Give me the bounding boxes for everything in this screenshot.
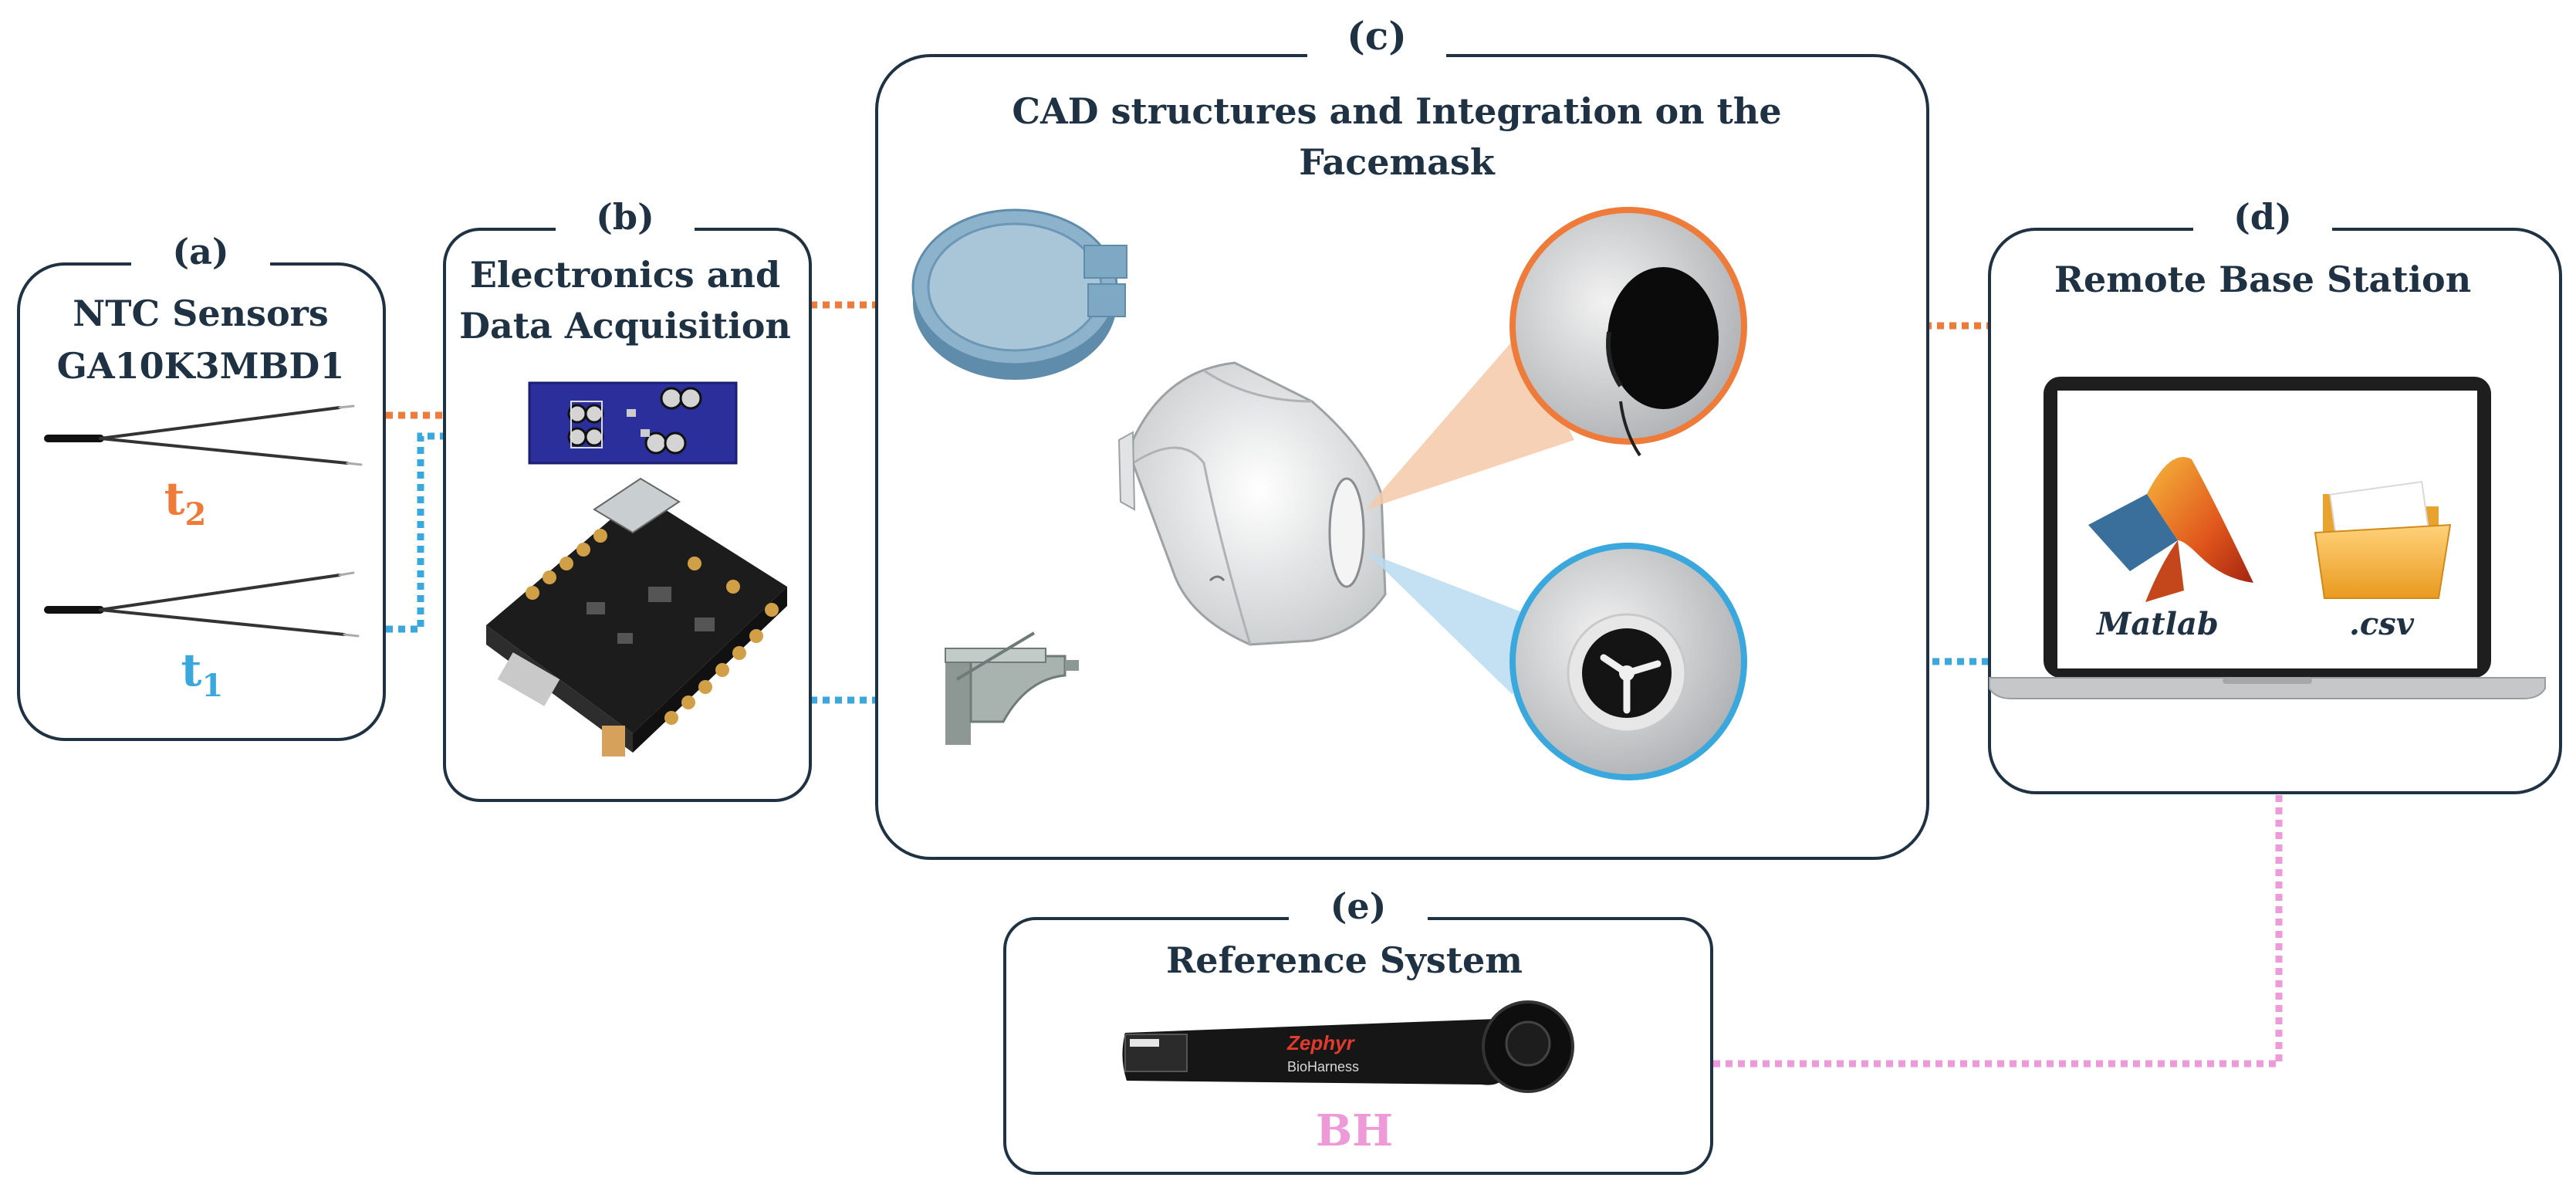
bh-label: BH [1316, 1105, 1393, 1156]
panel-b-tag: (b) [596, 196, 654, 238]
panel-a: (a) NTC Sensors GA10K3MBD1 t2 t1 [44, 231, 363, 704]
panel-e: (e) Reference System Zephyr BioHarness B… [1122, 885, 1574, 1156]
panel-c: (c) CAD structures and Integration on th… [911, 13, 1782, 780]
panel-c-tag: (c) [1347, 13, 1407, 59]
panel-a-tag: (a) [172, 231, 228, 272]
t2-subscript: 2 [184, 496, 206, 533]
cad-support-structure [945, 631, 1079, 745]
t1-letter: t [181, 644, 202, 696]
panel-a-title-line2: GA10K3MBD1 [57, 345, 345, 387]
ntc-sensor-t2 [44, 404, 363, 466]
matlab-label: Matlab [2095, 606, 2219, 642]
t1-label: t1 [181, 644, 224, 704]
folder-icon [2314, 480, 2452, 599]
zoom-valve-bottom [1509, 543, 1747, 780]
panel-c-title-line2: Facemask [1299, 141, 1496, 183]
ntc-sensor-t1 [44, 571, 360, 638]
panel-e-tag: (e) [1330, 885, 1387, 927]
panel-b-title-line1: Electronics and [470, 254, 780, 296]
csv-label: .csv [2349, 606, 2415, 642]
t2-letter: t [164, 472, 185, 525]
panel-e-title: Reference System [1166, 939, 1523, 981]
t1-link-a-to-b [386, 432, 529, 633]
t1-subscript: 1 [201, 668, 223, 704]
bioharness-brand: Zephyr [1286, 1031, 1356, 1054]
laptop [1989, 377, 2546, 699]
panel-d-title: Remote Base Station [2054, 259, 2471, 300]
facemask [1117, 361, 1387, 646]
panel-d-tag: (d) [2233, 196, 2292, 238]
matlab-logo-icon [2088, 457, 2253, 602]
panel-b: (b) Electronics and Data Acquisition [459, 196, 791, 756]
pink-link-d-to-e [1596, 795, 2283, 1068]
tag-backgrounds [131, 17, 2332, 936]
panel-d: (d) Remote Base Station Matlab .csv [1989, 196, 2546, 699]
t2-label: t2 [164, 472, 207, 533]
zoom-valve-top [1509, 207, 1747, 457]
pcb-connector-board [528, 381, 738, 465]
cad-ring-structure [911, 208, 1127, 380]
panel-c-title-line1: CAD structures and Integration on the [1012, 90, 1781, 132]
bioharness-strap: Zephyr BioHarness [1122, 1000, 1574, 1093]
panel-a-title-line1: NTC Sensors [73, 293, 329, 334]
panel-b-title-line2: Data Acquisition [459, 305, 791, 347]
bioharness-model: BioHarness [1287, 1059, 1359, 1074]
microcontroller-board [486, 477, 787, 756]
zoom-cone-bottom [1366, 552, 1536, 695]
